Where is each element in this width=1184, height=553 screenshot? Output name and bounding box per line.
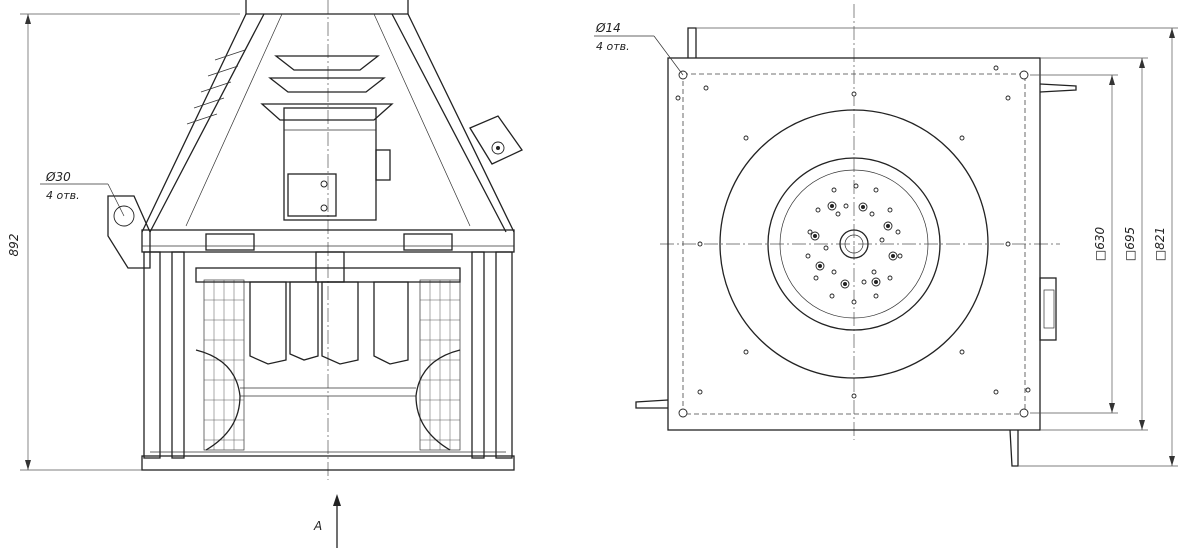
dimension-outer: □821 (1153, 227, 1167, 261)
guard-mesh-right (419, 279, 461, 451)
side-view: 892 Ø30 4 отв. (7, 0, 523, 548)
view-arrow-label: A (313, 519, 322, 533)
ear-hole-diameter: Ø30 (45, 170, 71, 184)
top-view: Ø14 4 отв. □630 □695 □821 (594, 4, 1178, 467)
dimension-inner: □630 (1093, 227, 1107, 262)
plate-hole-count: 4 отв. (596, 40, 630, 53)
guard-mesh-left (203, 279, 245, 451)
dimension-mid: □695 (1123, 227, 1137, 261)
ear-hole-count: 4 отв. (46, 189, 80, 202)
plate-hole-diameter: Ø14 (595, 21, 621, 35)
height-dimension: 892 (7, 234, 21, 257)
